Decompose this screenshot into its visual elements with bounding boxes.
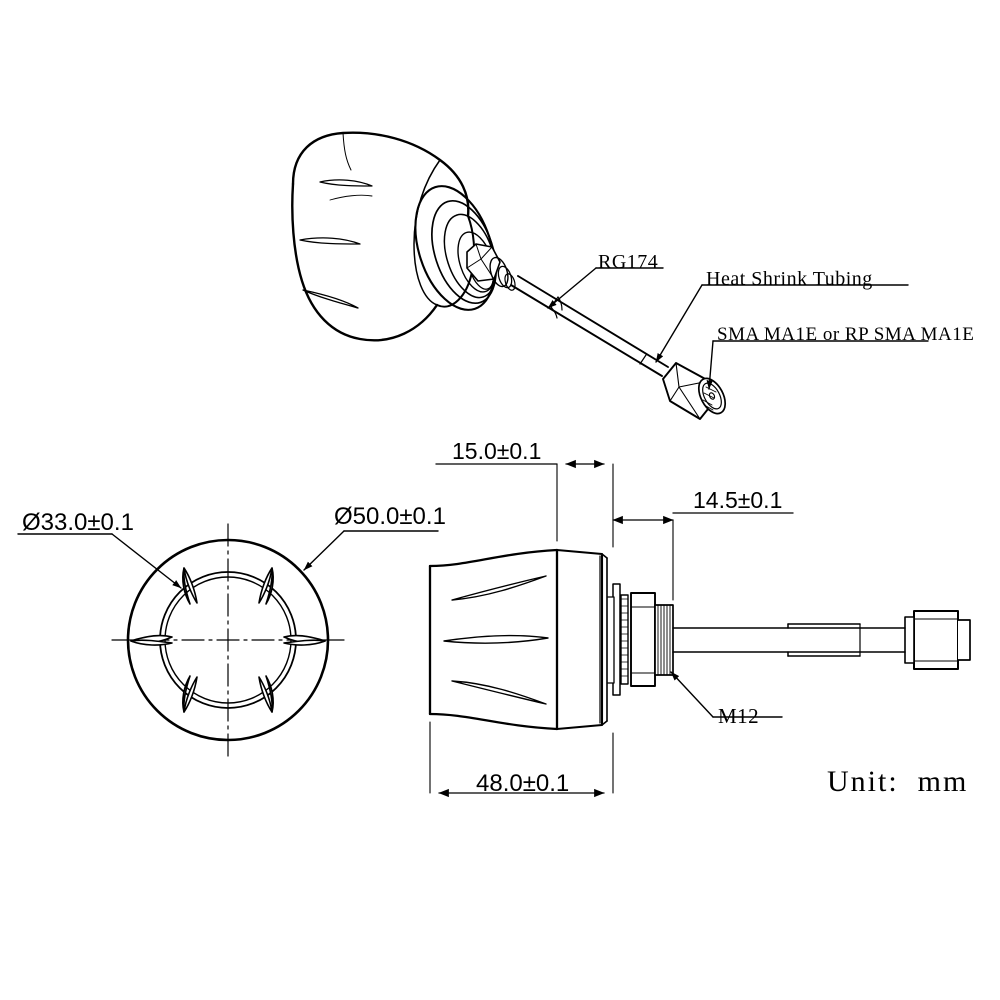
callout-sma-connector-label: SMA MA1E or RP SMA MA1E bbox=[717, 324, 975, 345]
leader-outer-diameter bbox=[303, 530, 439, 571]
isometric-antenna-view bbox=[291, 131, 929, 420]
leader-sma bbox=[706, 340, 929, 390]
dimension-thread-length bbox=[612, 512, 794, 601]
dimension-overall-diameter bbox=[429, 721, 614, 798]
unit-note: Unit: mm bbox=[827, 765, 969, 798]
callout-rg174-label: RG174 bbox=[598, 251, 659, 273]
side-section-view bbox=[428, 459, 971, 798]
leader-heat-shrink bbox=[655, 284, 909, 363]
leader-rg174 bbox=[547, 267, 664, 309]
dimension-base-height bbox=[435, 459, 614, 548]
callout-m12-thread-label: M12 bbox=[718, 704, 760, 728]
dimension-inner-diameter-label: Ø33.0±0.1 bbox=[22, 509, 134, 536]
dimension-overall-diameter-label: 48.0±0.1 bbox=[476, 770, 570, 797]
dimension-thread-length-label: 14.5±0.1 bbox=[693, 487, 783, 513]
dimension-base-height-label: 15.0±0.1 bbox=[452, 438, 542, 464]
callout-heat-shrink-label: Heat Shrink Tubing bbox=[706, 268, 873, 290]
dimension-outer-diameter-label: Ø50.0±0.1 bbox=[334, 503, 446, 530]
leader-m12 bbox=[670, 671, 783, 718]
top-circular-view bbox=[17, 523, 439, 757]
leader-inner-diameter bbox=[17, 533, 182, 589]
